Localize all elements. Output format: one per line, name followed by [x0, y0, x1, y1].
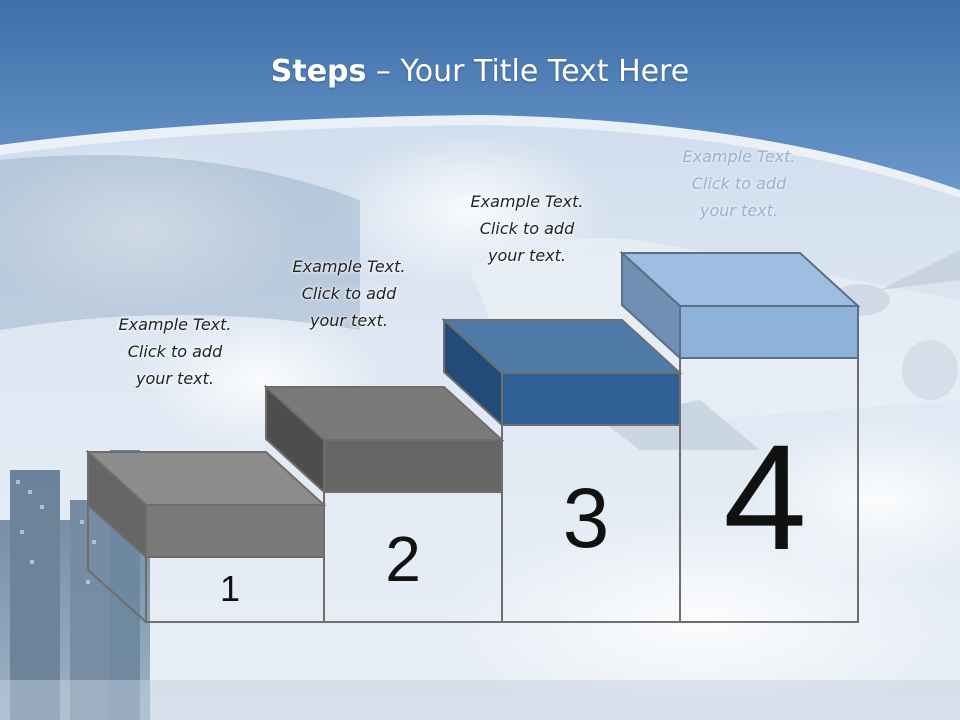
step-3-number: 3 — [562, 471, 610, 565]
title-rest: – Your Title Text Here — [366, 54, 690, 89]
caption-line: Example Text. — [470, 192, 584, 211]
title-bold: Steps — [270, 54, 367, 89]
caption-line: Example Text. — [118, 315, 232, 334]
step-4-block[interactable] — [619, 250, 861, 361]
caption-line: Click to add — [691, 174, 787, 193]
step-1-number: 1 — [219, 568, 241, 609]
city-skyline — [0, 450, 960, 720]
caption-line: your text. — [309, 311, 388, 330]
step-2-number: 2 — [385, 523, 421, 595]
caption-line: Example Text. — [682, 147, 796, 166]
slide-title[interactable]: Steps – Your Title Text Here — [0, 54, 960, 89]
caption-line: Click to add — [301, 284, 397, 303]
caption-line: your text. — [135, 369, 214, 388]
step-2-caption[interactable]: Example Text. Click to add your text. — [264, 253, 434, 334]
caption-line: Click to add — [127, 342, 223, 361]
caption-line: Click to add — [479, 219, 575, 238]
step-4-caption[interactable]: Example Text. Click to add your text. — [654, 143, 824, 224]
caption-line: your text. — [487, 246, 566, 265]
step-2-block[interactable] — [263, 384, 505, 495]
step-1-caption[interactable]: Example Text. Click to add your text. — [90, 311, 260, 392]
caption-line: Example Text. — [292, 257, 406, 276]
step-4-number: 4 — [723, 413, 807, 581]
caption-line: your text. — [699, 201, 778, 220]
step-3-block[interactable] — [441, 317, 683, 428]
step-3-caption[interactable]: Example Text. Click to add your text. — [442, 188, 612, 269]
step-1-block[interactable] — [85, 449, 327, 560]
